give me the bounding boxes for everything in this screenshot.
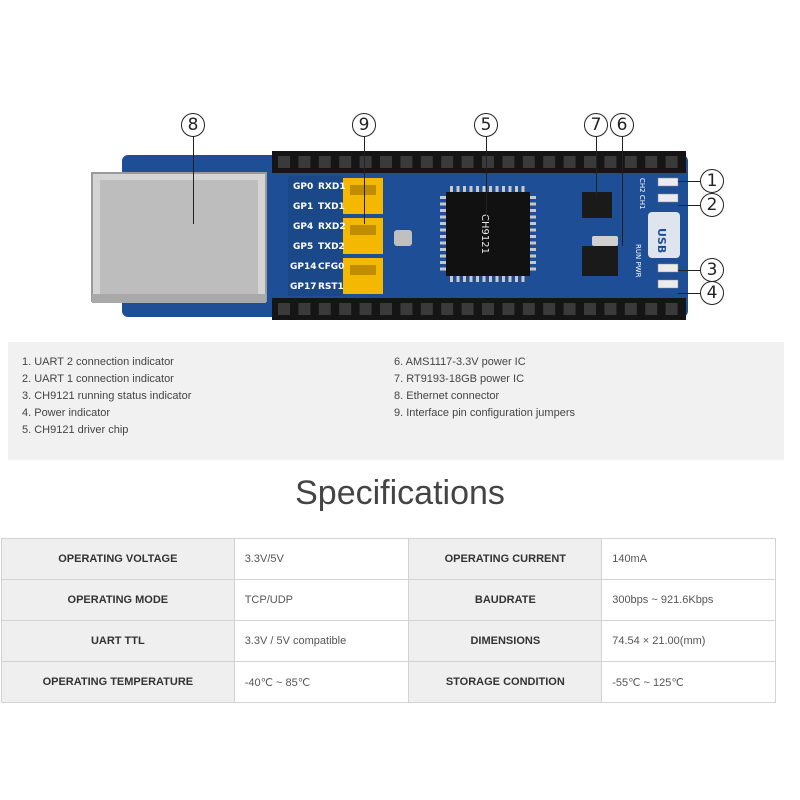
leader-8	[193, 136, 194, 224]
pin-label-gp4: GP4	[293, 222, 314, 232]
leds	[657, 177, 679, 289]
spec-value: 300bps ~ 921.6Kbps	[601, 579, 776, 621]
spec-value: -40℃ ~ 85℃	[233, 661, 410, 703]
spec-value: 140mA	[601, 538, 776, 580]
leader-2	[678, 205, 700, 206]
board-svg: CH9121 USB CH2 CH1 RUN PWR	[91, 151, 688, 320]
rt9193-ic	[582, 192, 612, 218]
callout-9: 9	[352, 113, 376, 137]
spec-key: OPERATING MODE	[1, 579, 235, 621]
legend-item: 7. RT9193-18GB power IC	[394, 372, 525, 385]
signal-label-cfg0: CFG0	[318, 262, 345, 272]
spec-key: OPERATING TEMPERATURE	[1, 661, 235, 703]
pin-label-gp1: GP1	[293, 202, 314, 212]
spec-key: OPERATING VOLTAGE	[1, 538, 235, 580]
leader-5	[486, 136, 487, 216]
ch-label: CH2 CH1	[638, 178, 646, 209]
table-row: OPERATING TEMPERATURE -40℃ ~ 85℃ STORAGE…	[1, 661, 776, 703]
spec-key: UART TTL	[1, 620, 235, 662]
signal-label-txd1: TXD1	[318, 202, 345, 212]
leader-7	[596, 136, 597, 196]
table-row: OPERATING VOLTAGE 3.3V/5V OPERATING CURR…	[1, 538, 776, 580]
spec-value: 3.3V/5V	[233, 538, 410, 580]
legend-item: 1. UART 2 connection indicator	[22, 356, 174, 368]
ams1117-ic	[582, 246, 618, 276]
chip-pins	[440, 186, 536, 282]
config-jumpers	[343, 178, 383, 294]
legend-column-1: 1. UART 2 connection indicator 2. UART 1…	[22, 354, 191, 439]
pin-label-gp0: GP0	[293, 182, 314, 192]
spec-key: OPERATING CURRENT	[408, 538, 603, 580]
legend-item: 4. Power indicator	[22, 406, 111, 419]
callout-8: 8	[181, 113, 205, 137]
spec-key: DIMENSIONS	[408, 620, 603, 662]
table-row: UART TTL 3.3V / 5V compatible DIMENSIONS…	[1, 620, 776, 662]
callout-4: 4	[700, 281, 724, 305]
spec-value: TCP/UDP	[233, 579, 410, 621]
board-illustration: CH9121 USB CH2 CH1 RUN PWR GP0 GP1 GP4 G…	[0, 0, 800, 340]
run-pwr-label: RUN PWR	[634, 244, 642, 278]
leader-3	[678, 270, 700, 271]
leader-9	[364, 136, 365, 224]
leader-1	[678, 181, 700, 182]
legend-item: 3. CH9121 running status indicator	[22, 389, 192, 402]
component-legend: 1. UART 2 connection indicator 2. UART 1…	[8, 342, 784, 460]
header-pins	[278, 156, 678, 315]
spec-value: 74.54 × 21.00(mm)	[601, 620, 776, 662]
legend-item: 9. Interface pin configuration jumpers	[394, 406, 575, 419]
top-pin-header	[272, 151, 686, 173]
signal-label-rxd1: RXD1	[318, 182, 346, 192]
pin-label-gp5: GP5	[293, 242, 314, 252]
signal-label-txd2: TXD2	[318, 242, 345, 252]
usb-connector	[648, 212, 680, 258]
callout-6: 6	[610, 113, 634, 137]
ethernet-inner	[100, 180, 258, 294]
signal-label-rst1: RST1	[318, 282, 344, 292]
legend-item: 6. AMS1117-3.3V power IC	[394, 356, 526, 368]
callout-7: 7	[584, 113, 608, 137]
spec-value: 3.3V / 5V compatible	[233, 620, 410, 662]
bottom-pin-header	[272, 298, 686, 320]
pin-label-gp17: GP17	[290, 282, 317, 292]
callout-3: 3	[700, 258, 724, 282]
spec-key: BAUDRATE	[408, 579, 603, 621]
callout-5: 5	[474, 113, 498, 137]
signal-label-rxd2: RXD2	[318, 222, 346, 232]
spec-value: -55℃ ~ 125℃	[601, 661, 776, 703]
chip-label: CH9121	[479, 214, 490, 254]
legend-item: 8. Ethernet connector	[394, 389, 500, 402]
legend-column-2: 6. AMS1117-3.3V power IC 7. RT9193-18GB …	[394, 354, 575, 422]
specifications-table: OPERATING VOLTAGE 3.3V/5V OPERATING CURR…	[1, 538, 776, 703]
ch9121-chip	[446, 192, 530, 276]
pin-label-gp14: GP14	[290, 262, 317, 272]
leader-6	[622, 136, 623, 246]
specifications-heading: Specifications	[295, 474, 505, 512]
usb-label: USB	[655, 228, 668, 253]
table-row: OPERATING MODE TCP/UDP BAUDRATE 300bps ~…	[1, 579, 776, 621]
legend-item: 5. CH9121 driver chip	[22, 423, 129, 436]
leader-4	[678, 293, 700, 294]
callout-2: 2	[700, 193, 724, 217]
crystal	[394, 230, 412, 246]
legend-item: 2. UART 1 connection indicator	[22, 372, 174, 385]
spec-key: STORAGE CONDITION	[408, 661, 603, 703]
callout-1: 1	[700, 169, 724, 193]
